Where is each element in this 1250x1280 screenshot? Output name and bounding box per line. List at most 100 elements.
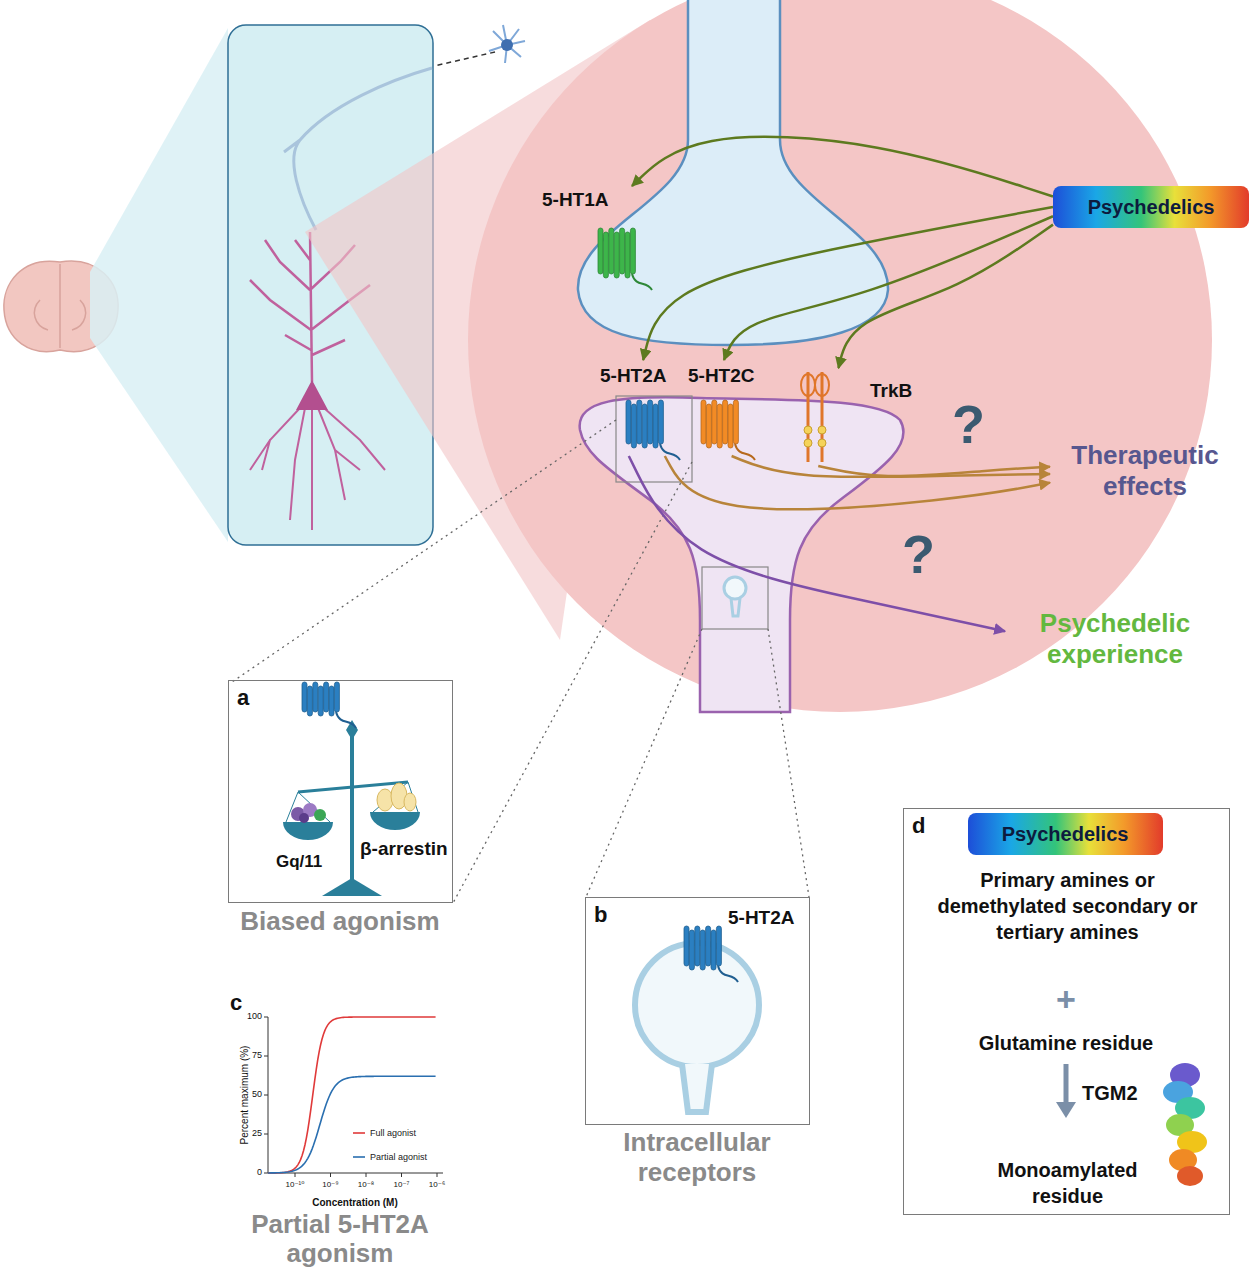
receptor-icon — [626, 400, 631, 444]
neuron — [296, 380, 328, 410]
tick-label: 0 — [236, 1167, 262, 1178]
receptor-icon — [598, 228, 652, 290]
reaction-arrow — [1064, 1064, 1069, 1104]
protein-structure — [1163, 1063, 1207, 1186]
receptor-icon — [307, 686, 312, 716]
receptor-icon — [728, 404, 733, 448]
receptor-icon — [660, 444, 680, 460]
receptor: 5-HT1A — [540, 186, 655, 288]
connector-arrow — [818, 466, 1050, 476]
receptor-icon — [717, 404, 722, 448]
connector-arrow — [732, 456, 1050, 477]
neuron — [501, 39, 513, 51]
pathway-label: β-arrestin — [360, 838, 450, 861]
receptor-icon — [324, 682, 329, 712]
receptor-icon — [609, 228, 614, 274]
node-label: Psychedelic experience — [1005, 608, 1225, 670]
node-label: TGM2 — [1082, 1081, 1154, 1105]
receptor-icon — [631, 404, 636, 448]
trkb-icon — [801, 372, 829, 462]
node-label: Psychedelics — [968, 822, 1163, 846]
receptor-icon — [313, 682, 318, 712]
tick-label: 10⁻⁷ — [382, 1180, 422, 1190]
drug-box: Psychedelics — [968, 813, 1163, 855]
balance-scale — [314, 809, 326, 821]
panel-heading: Partial 5-HT2A agonism — [230, 1210, 450, 1268]
protein-structure — [1177, 1166, 1203, 1186]
receptor: 5-HT2A — [600, 360, 672, 456]
trkb-icon — [815, 374, 829, 396]
outcome-label: Psychedelic experience — [1005, 606, 1225, 678]
receptor-icon — [302, 682, 356, 728]
postsynaptic-spine — [580, 397, 904, 712]
receptor-icon — [632, 274, 652, 290]
panel-heading: Intracellular receptors — [564, 1128, 830, 1188]
legend-item: Partial agonist — [352, 1152, 427, 1162]
synapse-circle — [468, 0, 1212, 712]
legend-line — [352, 1152, 366, 1162]
receptor-icon — [700, 930, 705, 970]
partial-agonist-curve — [268, 1076, 436, 1173]
trkb-icon — [804, 426, 812, 434]
tick-label: 100 — [236, 1011, 262, 1022]
receptor-icon — [658, 400, 663, 444]
connector-arrow — [632, 137, 1053, 197]
plus-sign: + — [904, 979, 1228, 1020]
node-label: Monoamylated residue — [964, 1157, 1171, 1209]
vesicle-icon — [731, 598, 740, 616]
question-mark: ? — [902, 522, 942, 587]
receptor-icon — [684, 926, 689, 966]
receptor-icon — [614, 232, 619, 278]
vesicle — [635, 943, 759, 1112]
trkb-icon — [818, 426, 826, 434]
chart-axes — [264, 1017, 437, 1177]
panel: dPrimary amines or demethylated secondar… — [903, 808, 1230, 1215]
receptor: TrkB — [798, 368, 933, 466]
receptor-icon — [329, 686, 334, 716]
legend-text: Partial agonist — [370, 1152, 427, 1162]
pathway-label: Gq/11 — [276, 852, 336, 872]
trkb-icon — [818, 439, 826, 447]
node-label: 5-HT2C — [688, 365, 762, 388]
leader-line — [232, 420, 809, 903]
tick-label: 10⁻⁶ — [417, 1180, 457, 1190]
receptor-icon — [642, 404, 647, 448]
legend-line — [352, 1128, 366, 1138]
brain-slice — [34, 264, 85, 348]
legend-item: Full agonist — [352, 1128, 416, 1138]
receptor-icon — [706, 404, 711, 448]
node-label: Primary amines or demethylated secondary… — [919, 867, 1216, 945]
receptor-icon — [684, 926, 738, 982]
zoom-wedge — [90, 28, 228, 542]
trkb-icon — [801, 374, 815, 396]
drug-box: Psychedelics — [1053, 186, 1249, 228]
receptor-icon — [689, 930, 694, 970]
receptor-icon — [733, 400, 738, 444]
balance-scale — [283, 822, 333, 840]
neuron — [250, 408, 385, 530]
receptor-icon — [334, 682, 339, 712]
balance-scale — [404, 793, 416, 811]
balance-scale — [350, 735, 354, 885]
tick-label: 10⁻¹⁰ — [275, 1180, 315, 1190]
tick-label: 10⁻⁸ — [346, 1180, 386, 1190]
panel-letter: b — [594, 902, 624, 928]
node-label: Glutamine residue — [904, 1031, 1228, 1055]
receptor: 5-HT2C — [686, 360, 762, 456]
node-label: TrkB — [870, 380, 932, 403]
outcome-label: Therapeutic effects — [1050, 438, 1240, 510]
balance-scale — [370, 812, 420, 830]
neuron — [434, 52, 495, 66]
chart-axes — [268, 1017, 443, 1173]
receptor-icon — [716, 926, 721, 966]
panel: aBiased agonism — [228, 680, 453, 903]
receptor-icon — [712, 400, 717, 444]
receptor-icon — [625, 232, 630, 278]
connector-arrow — [643, 207, 1053, 360]
axis-title: Concentration (M) — [300, 1197, 410, 1209]
axis-title: Percent maximum (%) — [239, 1035, 251, 1155]
connector-arrow — [839, 225, 1054, 368]
receptor-icon — [648, 400, 653, 444]
receptor-icon — [711, 930, 716, 970]
receptor-icon — [718, 966, 738, 982]
